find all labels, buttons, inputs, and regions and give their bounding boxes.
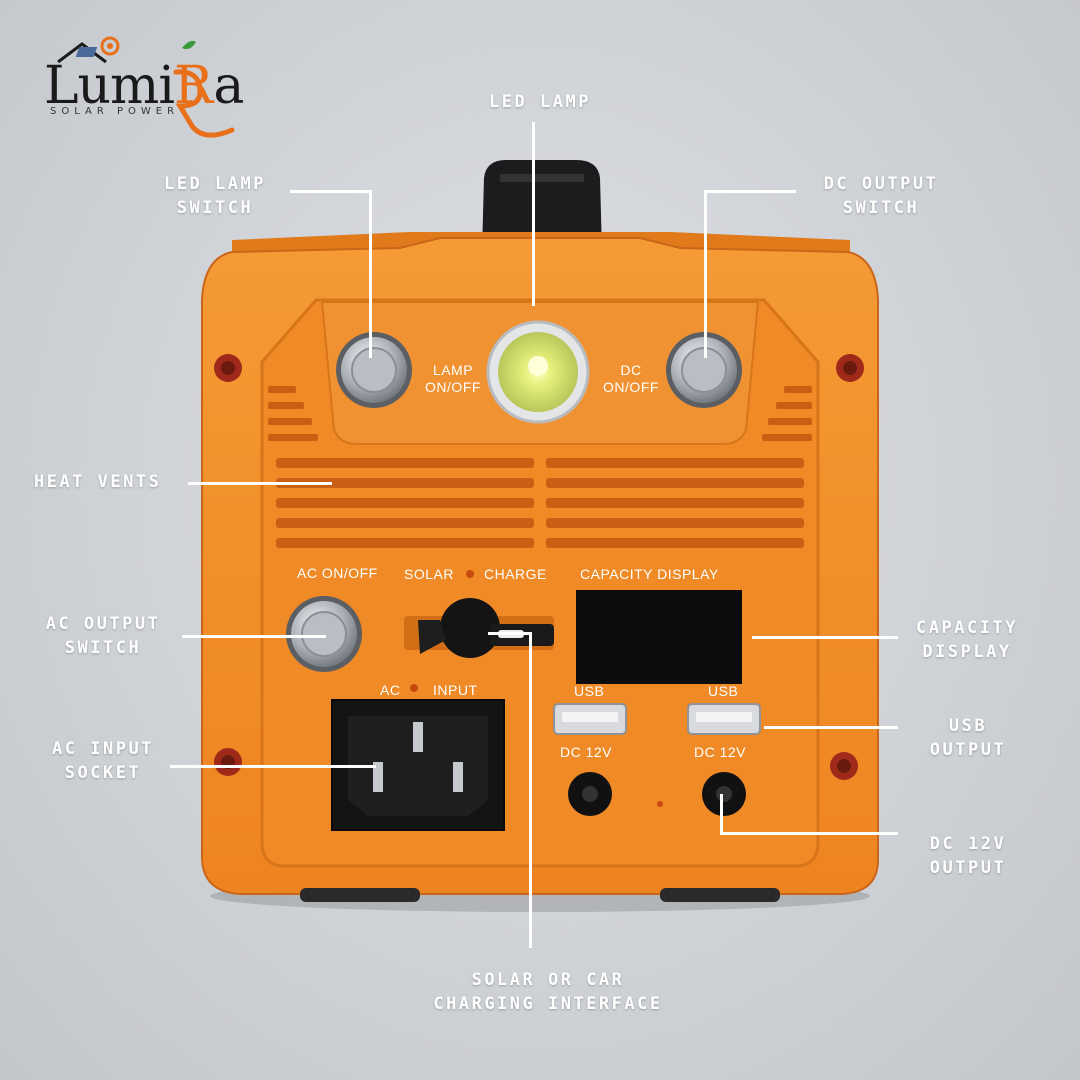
callout-led-lamp: LED LAMP	[489, 92, 591, 112]
callout-dc-output-switch: DC OUTPUT SWITCH	[823, 174, 939, 218]
lamp-switch-button[interactable]	[336, 332, 412, 408]
leader-dc-switch-h	[704, 190, 796, 193]
leader-capacity	[752, 636, 898, 639]
ac-switch-button[interactable]	[286, 596, 362, 672]
callout-solar-car-charging: SOLAR OR CAR CHARGING INTERFACE	[433, 970, 663, 1014]
leader-lamp-switch-h	[290, 190, 372, 193]
logo-wordmark: LumiRa	[44, 56, 244, 116]
leader-ac-socket	[170, 765, 376, 768]
callout-usb-output: USB OUTPUT	[929, 716, 1007, 760]
leader-led-lamp	[532, 122, 535, 306]
logo-word-lumi: Lumi	[44, 56, 175, 116]
usb-port-left[interactable]	[553, 703, 627, 735]
charge-label: CHARGE	[484, 566, 547, 582]
capacity-display-label: CAPACITY DISPLAY	[580, 566, 719, 582]
leader-dc-switch-v	[704, 190, 707, 358]
leader-solar-h	[488, 632, 532, 635]
brand-logo: LumiRa SOLAR POWER	[40, 34, 250, 144]
usb-right-label: USB	[708, 683, 739, 699]
dc12v-right-label: DC 12V	[694, 744, 747, 760]
logo-tagline: SOLAR POWER	[50, 106, 180, 117]
logo-word-r: R	[173, 56, 214, 116]
side-vents-right	[762, 386, 812, 441]
side-vents-left	[268, 386, 318, 441]
led-lamp	[486, 320, 590, 424]
callout-ac-output-switch: AC OUTPUT SWITCH	[45, 614, 161, 658]
leader-dc12v-v	[720, 794, 723, 834]
callout-heat-vents: HEAT VENTS	[34, 472, 162, 492]
solar-charge-port[interactable]	[404, 598, 554, 658]
logo-word-a: a	[213, 56, 244, 116]
usb-port-right[interactable]	[687, 703, 761, 735]
callout-ac-input-socket: AC INPUT SOCKET	[52, 739, 154, 783]
callout-led-lamp-switch: LED LAMP SWITCH	[164, 174, 266, 218]
callout-capacity-display: CAPACITY DISPLAY	[916, 618, 1018, 662]
handle-grip	[500, 174, 584, 182]
leader-dc12v-h	[720, 832, 898, 835]
capacity-display-screen	[576, 590, 742, 684]
leader-lamp-switch-v	[369, 190, 372, 358]
dc-onoff-label: DC ON/OFF	[603, 362, 659, 395]
input-label: INPUT	[433, 682, 478, 698]
ac-onoff-label: AC ON/OFF	[297, 565, 378, 581]
solar-label: SOLAR	[404, 566, 454, 582]
usb-left-label: USB	[574, 683, 605, 699]
dc12v-port-right[interactable]	[702, 772, 746, 816]
leader-solar-v	[529, 632, 532, 948]
leader-heat-vents	[188, 482, 332, 485]
leader-ac-switch	[182, 635, 326, 638]
heat-vents	[276, 458, 804, 548]
ac-label: AC	[380, 682, 401, 698]
leader-usb	[764, 726, 898, 729]
callout-dc-12v-output: DC 12V OUTPUT	[929, 834, 1007, 878]
dc12v-left-label: DC 12V	[560, 744, 613, 760]
logo-mark-icon	[57, 36, 235, 138]
dc-switch-button[interactable]	[666, 332, 742, 408]
lamp-onoff-label: LAMP ON/OFF	[425, 362, 481, 395]
dc12v-port-left[interactable]	[568, 772, 612, 816]
